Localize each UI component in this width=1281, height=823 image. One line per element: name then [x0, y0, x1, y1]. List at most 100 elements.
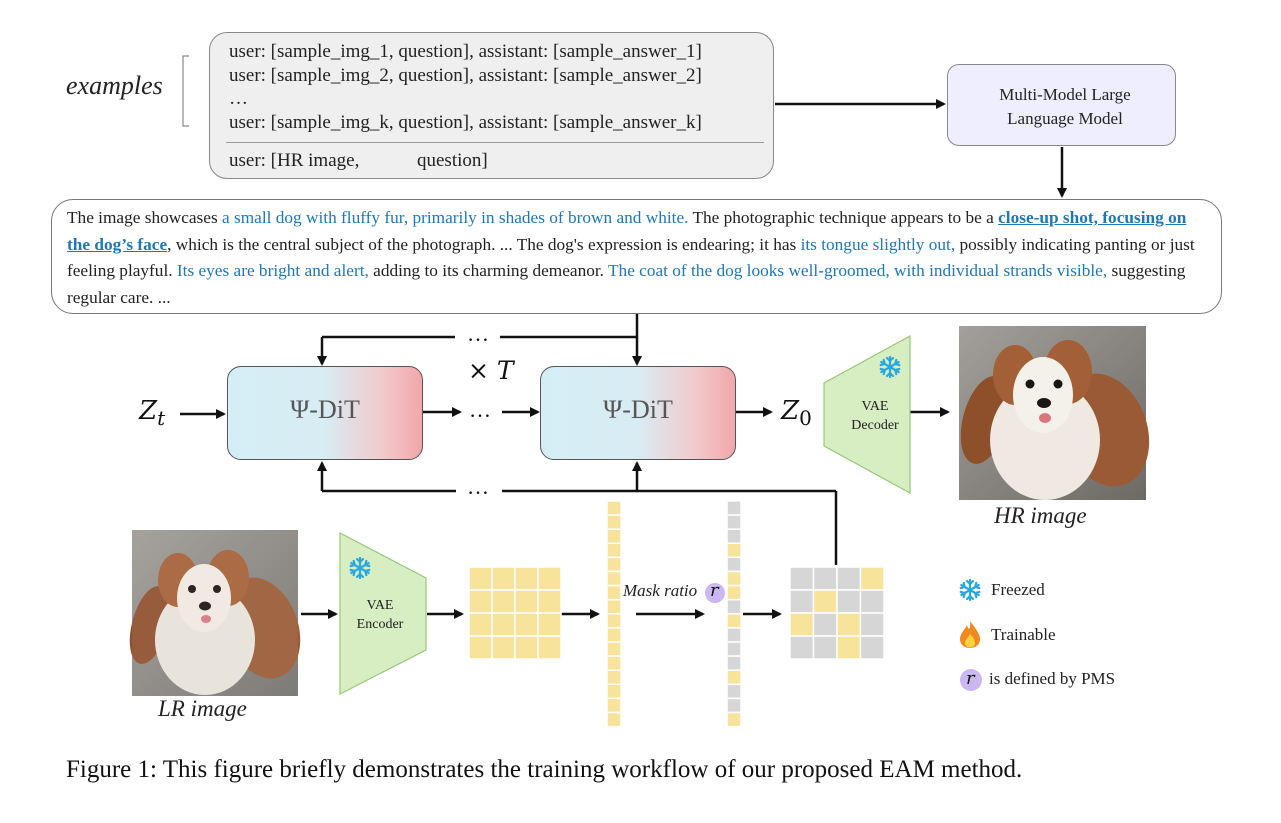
masked-token: [726, 542, 742, 559]
prompt-divider: [226, 142, 764, 143]
masked-grid-token: [836, 635, 862, 660]
masked-grid-token: [812, 589, 838, 614]
masked-grid-token: [859, 635, 885, 660]
masked-grid-token: [859, 566, 885, 591]
masked-grid-token: [812, 612, 838, 637]
latent-token: [491, 589, 516, 614]
dit-block-1: [227, 366, 423, 460]
denoising-chain-arrows: [180, 407, 950, 419]
description-segment: adding to its charming demeanor.: [368, 261, 608, 280]
description-segment: suggesting regular care. ...: [67, 261, 1186, 307]
masked-grid-token: [812, 566, 838, 591]
flame-icon: [960, 621, 980, 648]
vae-decoder-line2: Decoder: [851, 418, 899, 433]
description-segment: possibly indicating panting or just feel…: [67, 234, 1195, 281]
token: [606, 697, 622, 714]
masked-token: [726, 655, 742, 671]
z-0-base: Z: [781, 396, 800, 426]
description-text: The image showcases a small dog with flu…: [67, 205, 1212, 311]
z-0-label: Z0: [781, 396, 812, 430]
r-marker: [960, 669, 982, 691]
prompt-line: user: [sample_img_k, question], assistan…: [229, 112, 702, 133]
query-suffix: question]: [417, 150, 488, 171]
dit-block-2: [540, 366, 736, 460]
prompt-line: user: [sample_img_1, question], assistan…: [229, 41, 702, 62]
description-segment: its tongue slightly out,: [800, 234, 956, 254]
description-box: [51, 199, 1222, 314]
description-segment: close-up shot, focusing on the dog’s fac…: [67, 208, 1187, 254]
description-segment: , which is the central subject of the ph…: [167, 234, 801, 254]
snowflake-icon: [959, 578, 981, 602]
masked-token: [726, 697, 742, 714]
text-condition-arrows: [317, 314, 642, 366]
latent-token: [537, 566, 562, 591]
latent-token: [537, 635, 562, 660]
masked-grid-token: [789, 566, 815, 591]
legend-trainable: Trainable: [991, 625, 1056, 644]
mask-ratio-label: Mask ratio: [623, 581, 698, 600]
token: [606, 683, 622, 700]
z-t-base: Z: [139, 396, 158, 426]
token: [606, 669, 622, 686]
description-segment: a small dog with fluffy fur, primarily i…: [222, 208, 689, 227]
token: [606, 556, 622, 573]
query-prefix: user: [HR image,: [229, 150, 360, 171]
latent-token: [491, 612, 516, 637]
mllm-label: Multi-Model Large Language Model: [975, 83, 1155, 131]
lr-image-label: LR image: [158, 696, 247, 721]
latent-token: [514, 566, 539, 591]
masked-grid-token: [789, 589, 815, 614]
dog-photo-lr: [129, 530, 301, 696]
z-t-label: Zt: [139, 396, 165, 430]
latent-token: [537, 612, 562, 637]
description-segment: The photographic technique appears to be…: [688, 208, 999, 227]
latent-token: [491, 635, 516, 660]
masked-token: [726, 711, 742, 728]
latent-token: [468, 589, 493, 614]
description-segment: Its eyes are bright and alert,: [176, 261, 369, 280]
token: [606, 641, 622, 657]
masked-token: [726, 641, 742, 657]
r-symbol: r: [710, 580, 719, 601]
dit-label: Ψ-DiT: [290, 395, 360, 424]
masked-token: [726, 514, 742, 530]
masked-token: [726, 528, 742, 545]
masked-token: [726, 683, 742, 700]
examples-bracket: [182, 55, 189, 127]
ellipsis: …: [467, 474, 489, 499]
masked-grid-token: [836, 612, 862, 637]
token: [606, 711, 622, 728]
latent-token: [537, 589, 562, 614]
latent-token: [468, 612, 493, 637]
prompt-line: …: [229, 88, 248, 109]
mllm-box: [947, 64, 1176, 146]
z-t-sub: t: [157, 406, 166, 431]
masked-grid-token: [836, 566, 862, 591]
token: [606, 500, 622, 516]
description-segment: The coat of the dog looks well-groomed, …: [608, 261, 1108, 280]
figure-caption: Figure 1: This figure briefly demonstrat…: [66, 756, 1023, 783]
dit-label: Ψ-DiT: [603, 395, 673, 424]
latent-token: [468, 566, 493, 591]
mllm-label-line1: Multi-Model Large: [999, 85, 1131, 104]
masked-grid-token: [789, 612, 815, 637]
repeat-label: × T: [468, 356, 514, 385]
masked-token: [726, 556, 742, 573]
description-segment: The image showcases: [67, 208, 222, 227]
masked-grid-token: [789, 635, 815, 660]
latent-token: [514, 589, 539, 614]
masked-token-column: [726, 500, 742, 728]
r-marker: [705, 583, 725, 603]
token: [606, 542, 622, 559]
token: [606, 584, 622, 601]
token: [606, 613, 622, 629]
ellipsis: …: [467, 321, 489, 346]
vae-encoder-line2: Encoder: [356, 617, 404, 632]
ellipsis: …: [469, 397, 491, 422]
token: [606, 627, 622, 643]
mllm-label-line2: Language Model: [1007, 109, 1123, 128]
latent-token: [514, 635, 539, 660]
r-symbol: r: [966, 668, 975, 689]
token: [606, 570, 622, 587]
